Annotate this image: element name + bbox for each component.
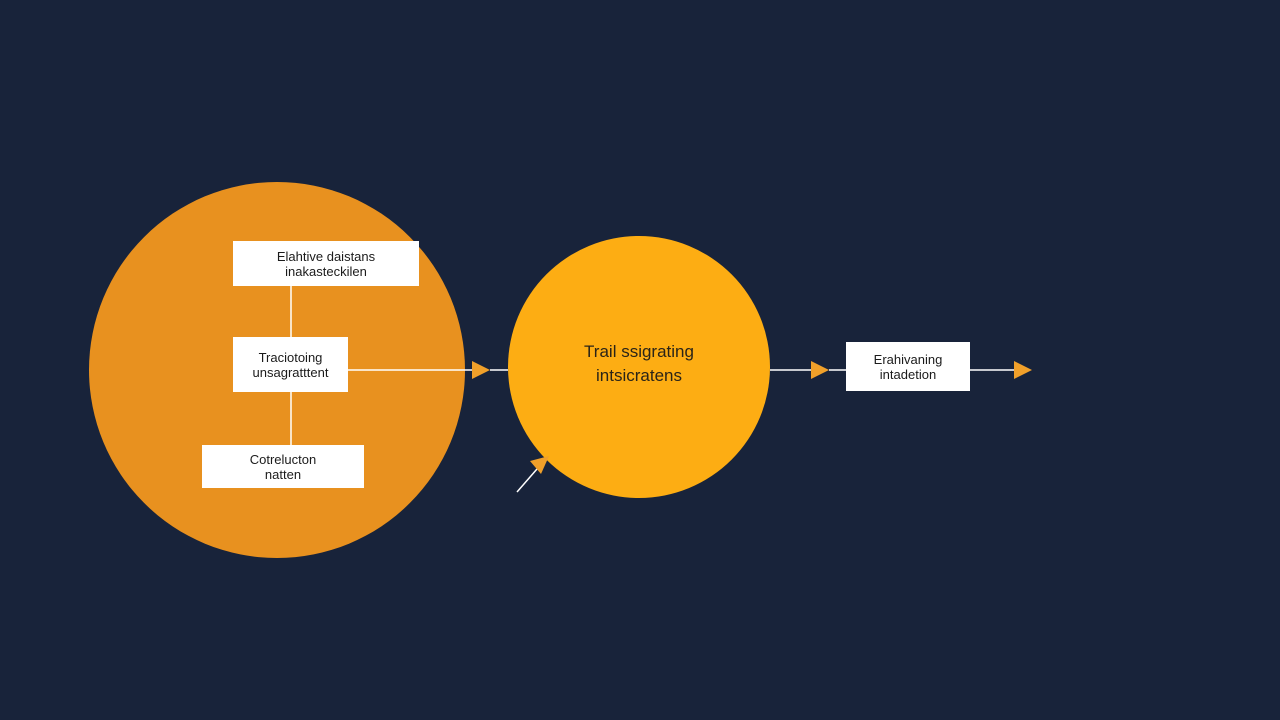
node-box-right-line2: intadetion xyxy=(879,366,937,382)
node-box-top: Elahtive daistans inakasteckilen xyxy=(233,241,419,286)
node-box-right-line1: Erahivaning xyxy=(873,351,943,367)
center-circle-label-line2: intsicratens xyxy=(596,366,682,385)
center-circle-label-line1: Trail ssigrating xyxy=(584,342,694,361)
node-box-right: Erahivaning intadetion xyxy=(846,342,970,391)
arrowhead-final xyxy=(1014,361,1032,379)
node-box-bottom-line1: Cotrelucton xyxy=(249,451,317,467)
center-circle-node xyxy=(508,236,770,498)
node-box-top-line1: Elahtive daistans xyxy=(276,248,376,264)
arrowhead-to-right-box xyxy=(811,361,829,379)
node-box-top-line2: inakasteckilen xyxy=(285,263,367,279)
node-box-middle: Traciotoing unsagratttent xyxy=(233,337,348,392)
node-box-middle-line2: unsagratttent xyxy=(252,364,329,380)
center-circle-label: Trail ssigrating intsicratens xyxy=(508,340,770,388)
node-box-bottom: Cotrelucton natten xyxy=(202,445,364,488)
node-box-bottom-line2: natten xyxy=(264,466,302,482)
node-box-middle-line1: Traciotoing xyxy=(258,349,323,365)
arrowhead-to-center-circle xyxy=(472,361,490,379)
connector-diagonal-incoming xyxy=(516,468,538,493)
arrowhead-diagonal xyxy=(530,456,549,474)
